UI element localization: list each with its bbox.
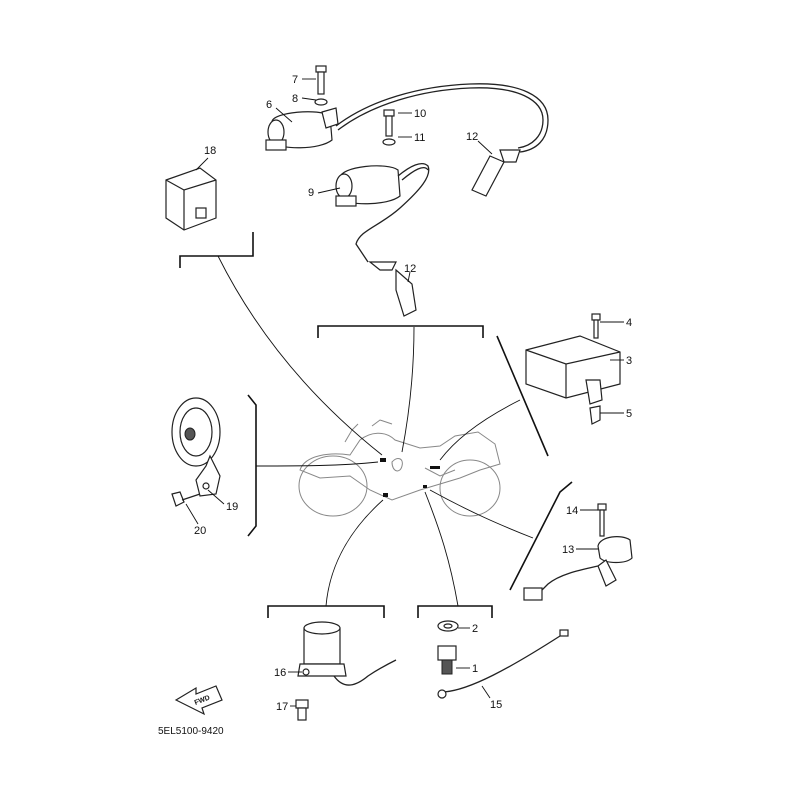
callout-10: 10 xyxy=(414,108,426,120)
bracket-cdi xyxy=(496,335,549,457)
callout-leaders xyxy=(185,78,624,707)
ignition-coil-1 xyxy=(265,107,339,151)
cdi-unit xyxy=(525,313,621,425)
callout-19: 19 xyxy=(226,501,238,513)
bracket-neutral xyxy=(417,605,493,618)
bracket-ignition xyxy=(317,325,484,338)
callout-11: 11 xyxy=(414,132,425,144)
bracket-relay xyxy=(179,232,254,268)
callout-7: 7 xyxy=(292,74,298,86)
callout-6: 6 xyxy=(266,99,272,111)
callout-3: 3 xyxy=(626,355,632,367)
horn-part xyxy=(171,397,221,507)
callout-numbers: 7 8 6 10 11 9 12 12 18 4 3 5 19 20 14 13… xyxy=(194,74,632,713)
callout-4: 4 xyxy=(626,317,632,329)
ignition-coil-2 xyxy=(335,165,401,207)
spark-plug-cap-1 xyxy=(471,149,521,197)
bracket-horn xyxy=(247,394,257,537)
relay-part xyxy=(165,167,217,231)
callout-16: 16 xyxy=(274,667,286,679)
callout-5: 5 xyxy=(626,408,632,420)
bracket-sensor xyxy=(509,481,573,591)
callout-20: 20 xyxy=(194,525,206,537)
callout-2: 2 xyxy=(472,623,478,635)
switch-part xyxy=(295,621,397,721)
fwd-arrow-icon: FWD xyxy=(174,685,223,716)
callout-12-top: 12 xyxy=(466,131,478,143)
callout-9: 9 xyxy=(308,187,314,199)
callout-18: 18 xyxy=(204,145,216,157)
callout-15: 15 xyxy=(490,699,502,711)
callout-12-bottom: 12 xyxy=(404,263,416,275)
coil-fasteners xyxy=(314,65,396,146)
callout-8: 8 xyxy=(292,93,298,105)
speed-sensor xyxy=(523,503,633,601)
spark-plug-cap-2 xyxy=(368,261,417,317)
callout-17: 17 xyxy=(276,701,288,713)
neutral-switch xyxy=(437,620,569,699)
motorcycle-outline xyxy=(298,419,501,517)
callout-13: 13 xyxy=(562,544,574,556)
callout-14: 14 xyxy=(566,505,578,517)
group-brackets xyxy=(179,232,573,618)
bracket-switch xyxy=(267,605,385,618)
figure-code: 5EL5100-9420 xyxy=(158,726,224,737)
connection-lines xyxy=(217,255,534,607)
hightension-wires xyxy=(335,83,549,263)
callout-1: 1 xyxy=(472,663,478,675)
